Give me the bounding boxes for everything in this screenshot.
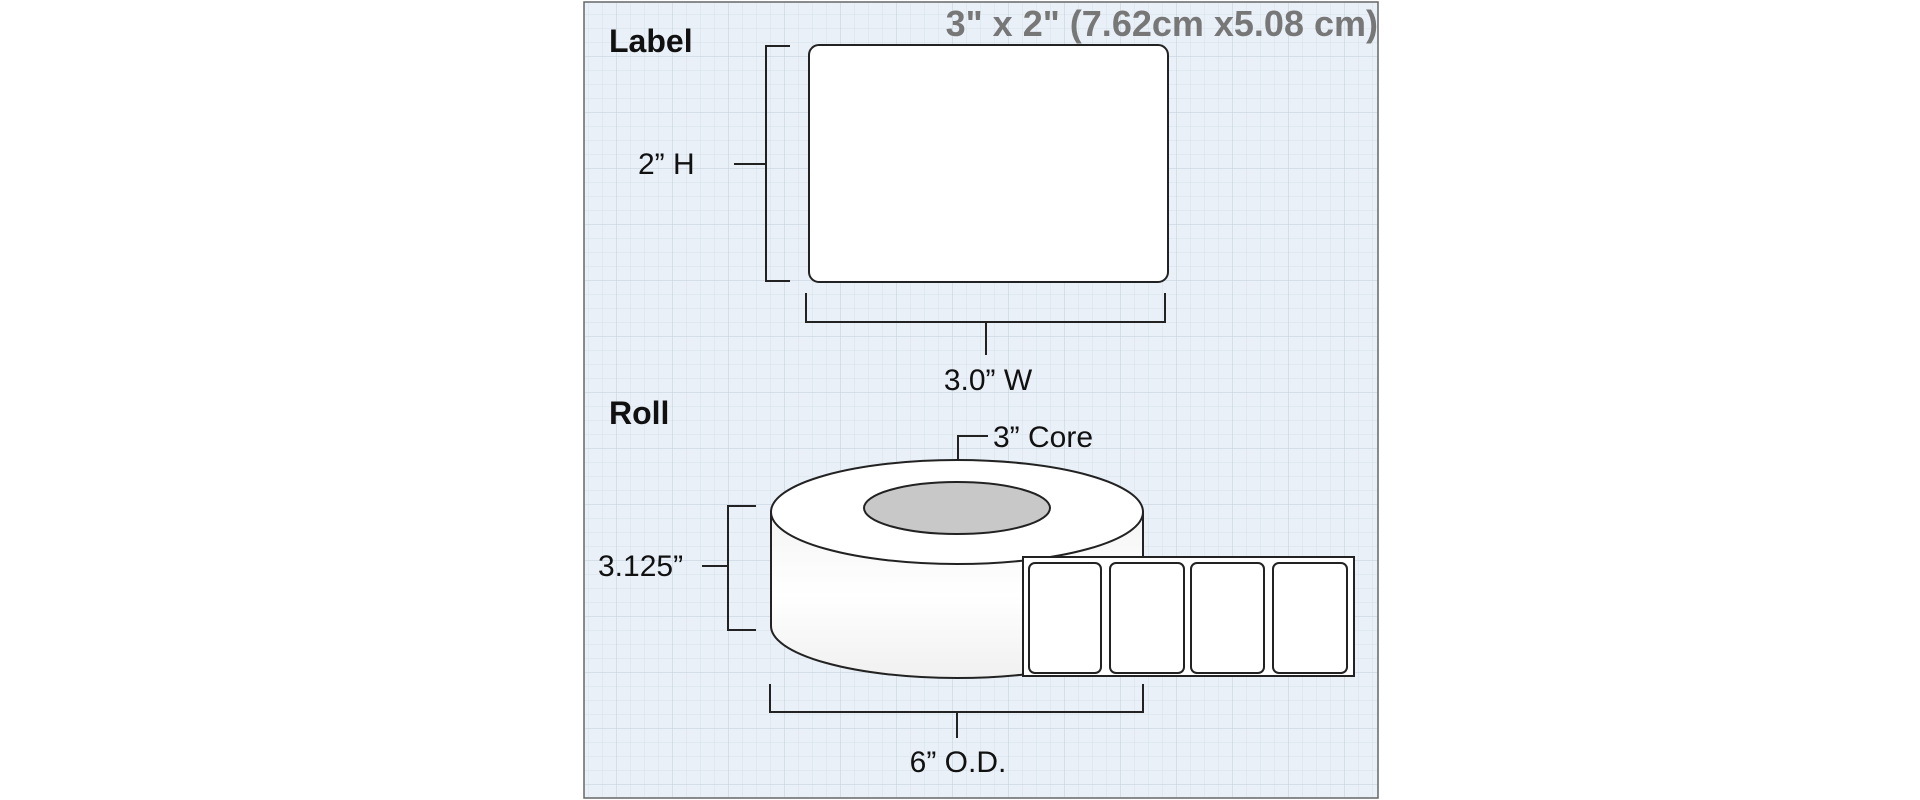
outer-diameter-bracket <box>769 684 1144 738</box>
roll-width-text: 3.125” <box>598 550 683 583</box>
size-title: 3" x 2" (7.62cm x5.08 cm) <box>946 3 1378 44</box>
label-strip <box>1022 556 1355 677</box>
label-height-bracket <box>734 45 790 282</box>
label-width-bracket <box>805 293 1166 355</box>
roll-width-bracket <box>702 505 756 631</box>
strip-label <box>1028 562 1102 674</box>
strip-label <box>1190 562 1265 674</box>
label-height-text: 2” H <box>638 148 695 181</box>
core-size-text: 3” Core <box>993 421 1093 454</box>
label-section-heading: Label <box>609 23 693 59</box>
strip-label <box>1272 562 1348 674</box>
strip-label <box>1109 562 1185 674</box>
label-shape <box>808 44 1169 283</box>
roll-section-heading: Roll <box>609 395 669 431</box>
outer-diameter-text: 6” O.D. <box>910 746 1007 779</box>
roll-core <box>863 481 1051 535</box>
label-width-text: 3.0” W <box>944 364 1033 397</box>
